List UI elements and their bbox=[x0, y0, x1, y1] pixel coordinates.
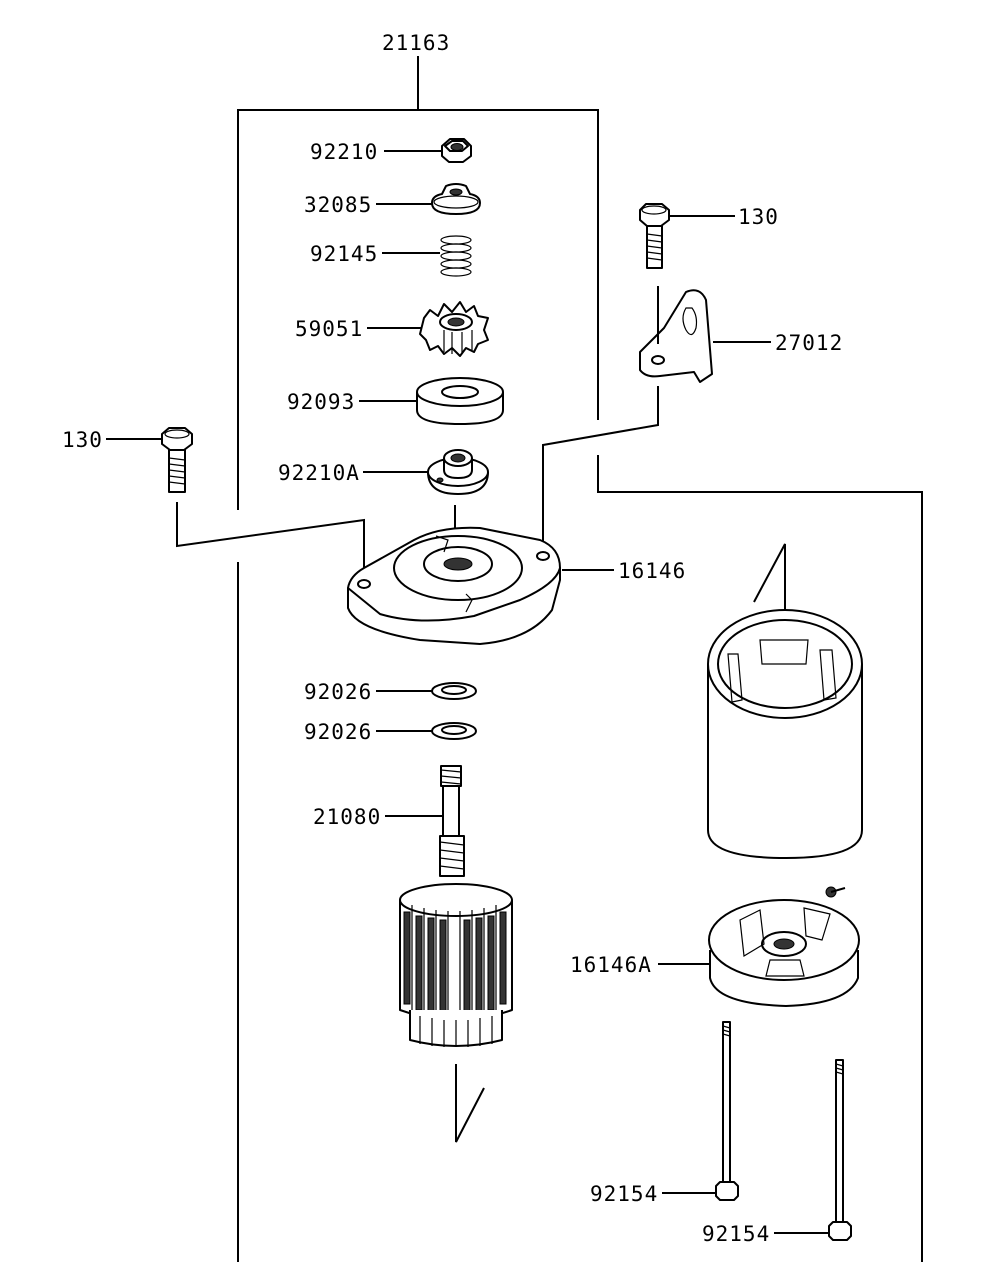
cap-label: 32085 bbox=[304, 193, 372, 217]
spring-part bbox=[440, 235, 472, 277]
nut-label: 92210 bbox=[310, 140, 378, 164]
yoke-housing-part bbox=[707, 543, 863, 859]
through-bolt-2-part bbox=[828, 1059, 852, 1241]
front-cover-part bbox=[347, 526, 561, 645]
bolt-right-label: 130 bbox=[738, 205, 779, 229]
nut-a-label: 92210A bbox=[278, 461, 360, 485]
spacer-label: 92093 bbox=[287, 390, 355, 414]
bolt-alignment-lines bbox=[176, 286, 659, 574]
spring-label: 92145 bbox=[310, 242, 378, 266]
through-bolt-1-part bbox=[715, 1021, 739, 1201]
cap-part bbox=[431, 183, 481, 215]
rear-cover-label: 16146A bbox=[570, 953, 652, 977]
washer-1-label: 92026 bbox=[304, 680, 372, 704]
left-bolt-part bbox=[161, 427, 193, 493]
right-bolt-part bbox=[639, 203, 670, 269]
bolt-left-label: 130 bbox=[62, 428, 103, 452]
washer-2-label: 92026 bbox=[304, 720, 372, 744]
washer-2-part bbox=[431, 722, 477, 740]
front-cover-label: 16146 bbox=[618, 559, 686, 583]
assembly-bracket bbox=[237, 56, 923, 1262]
pinion-gear-part bbox=[419, 301, 489, 357]
armature-label: 21080 bbox=[313, 805, 381, 829]
through-bolt-2-label: 92154 bbox=[702, 1222, 770, 1246]
through-bolt-1-label: 92154 bbox=[590, 1182, 658, 1206]
armature-part bbox=[399, 765, 513, 1143]
spacer-part bbox=[416, 377, 504, 425]
pinion-label: 59051 bbox=[295, 317, 363, 341]
assembly-label: 21163 bbox=[382, 31, 450, 55]
rear-cover-part bbox=[708, 886, 860, 1007]
bracket-label: 27012 bbox=[775, 331, 843, 355]
flange-nut-part bbox=[427, 449, 489, 495]
mounting-bracket-part bbox=[639, 289, 713, 383]
hex-nut-part bbox=[441, 138, 472, 163]
washer-1-part bbox=[431, 682, 477, 700]
